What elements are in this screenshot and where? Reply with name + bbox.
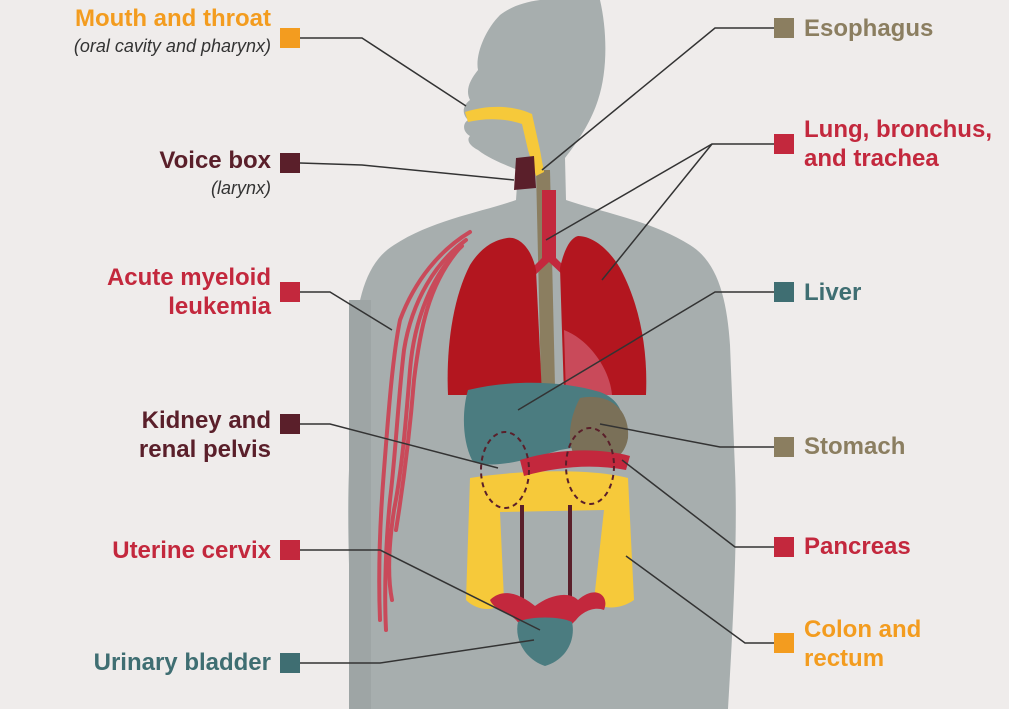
marker-cervix [280, 540, 300, 560]
label-aml-line2: leukemia [107, 292, 271, 321]
marker-stomach [774, 437, 794, 457]
marker-liver [774, 282, 794, 302]
label-stomach-title: Stomach [804, 432, 905, 461]
voice-box-organ [514, 156, 536, 190]
marker-pancreas [774, 537, 794, 557]
marker-voice-box [280, 153, 300, 173]
label-voice-box-title: Voice box [159, 146, 271, 175]
marker-lung [774, 134, 794, 154]
label-colon-line2: rectum [804, 644, 921, 673]
label-lung-line1: Lung, bronchus, [804, 115, 992, 144]
label-kidney-line2: renal pelvis [139, 435, 271, 464]
label-bladder-title: Urinary bladder [94, 648, 271, 677]
marker-aml [280, 282, 300, 302]
left-arm-shadow [349, 300, 371, 709]
label-liver: Liver [804, 278, 861, 307]
label-kidney: Kidney and renal pelvis [139, 406, 271, 464]
label-esophagus: Esophagus [804, 14, 933, 43]
label-colon-line1: Colon and [804, 615, 921, 644]
label-stomach: Stomach [804, 432, 905, 461]
label-voice-box-subtitle: (larynx) [159, 175, 271, 201]
marker-mouth [280, 28, 300, 48]
leader-mouth [300, 38, 466, 106]
label-esophagus-title: Esophagus [804, 14, 933, 43]
marker-colon [774, 633, 794, 653]
label-mouth-throat-subtitle: (oral cavity and pharynx) [74, 33, 271, 59]
marker-kidney [280, 414, 300, 434]
label-kidney-line1: Kidney and [139, 406, 271, 435]
leader-voice-box [300, 163, 514, 180]
label-pancreas-title: Pancreas [804, 532, 911, 561]
label-aml: Acute myeloid leukemia [107, 263, 271, 321]
label-lung-line2: and trachea [804, 144, 992, 173]
label-mouth-throat-title: Mouth and throat [74, 4, 271, 33]
label-mouth-throat: Mouth and throat (oral cavity and pharyn… [74, 4, 271, 59]
label-liver-title: Liver [804, 278, 861, 307]
label-aml-line1: Acute myeloid [107, 263, 271, 292]
label-voice-box: Voice box (larynx) [159, 146, 271, 201]
label-cervix: Uterine cervix [112, 536, 271, 565]
marker-esophagus [774, 18, 794, 38]
label-cervix-title: Uterine cervix [112, 536, 271, 565]
marker-bladder [280, 653, 300, 673]
label-bladder: Urinary bladder [94, 648, 271, 677]
label-lung: Lung, bronchus, and trachea [804, 115, 992, 173]
label-colon: Colon and rectum [804, 615, 921, 673]
label-pancreas: Pancreas [804, 532, 911, 561]
